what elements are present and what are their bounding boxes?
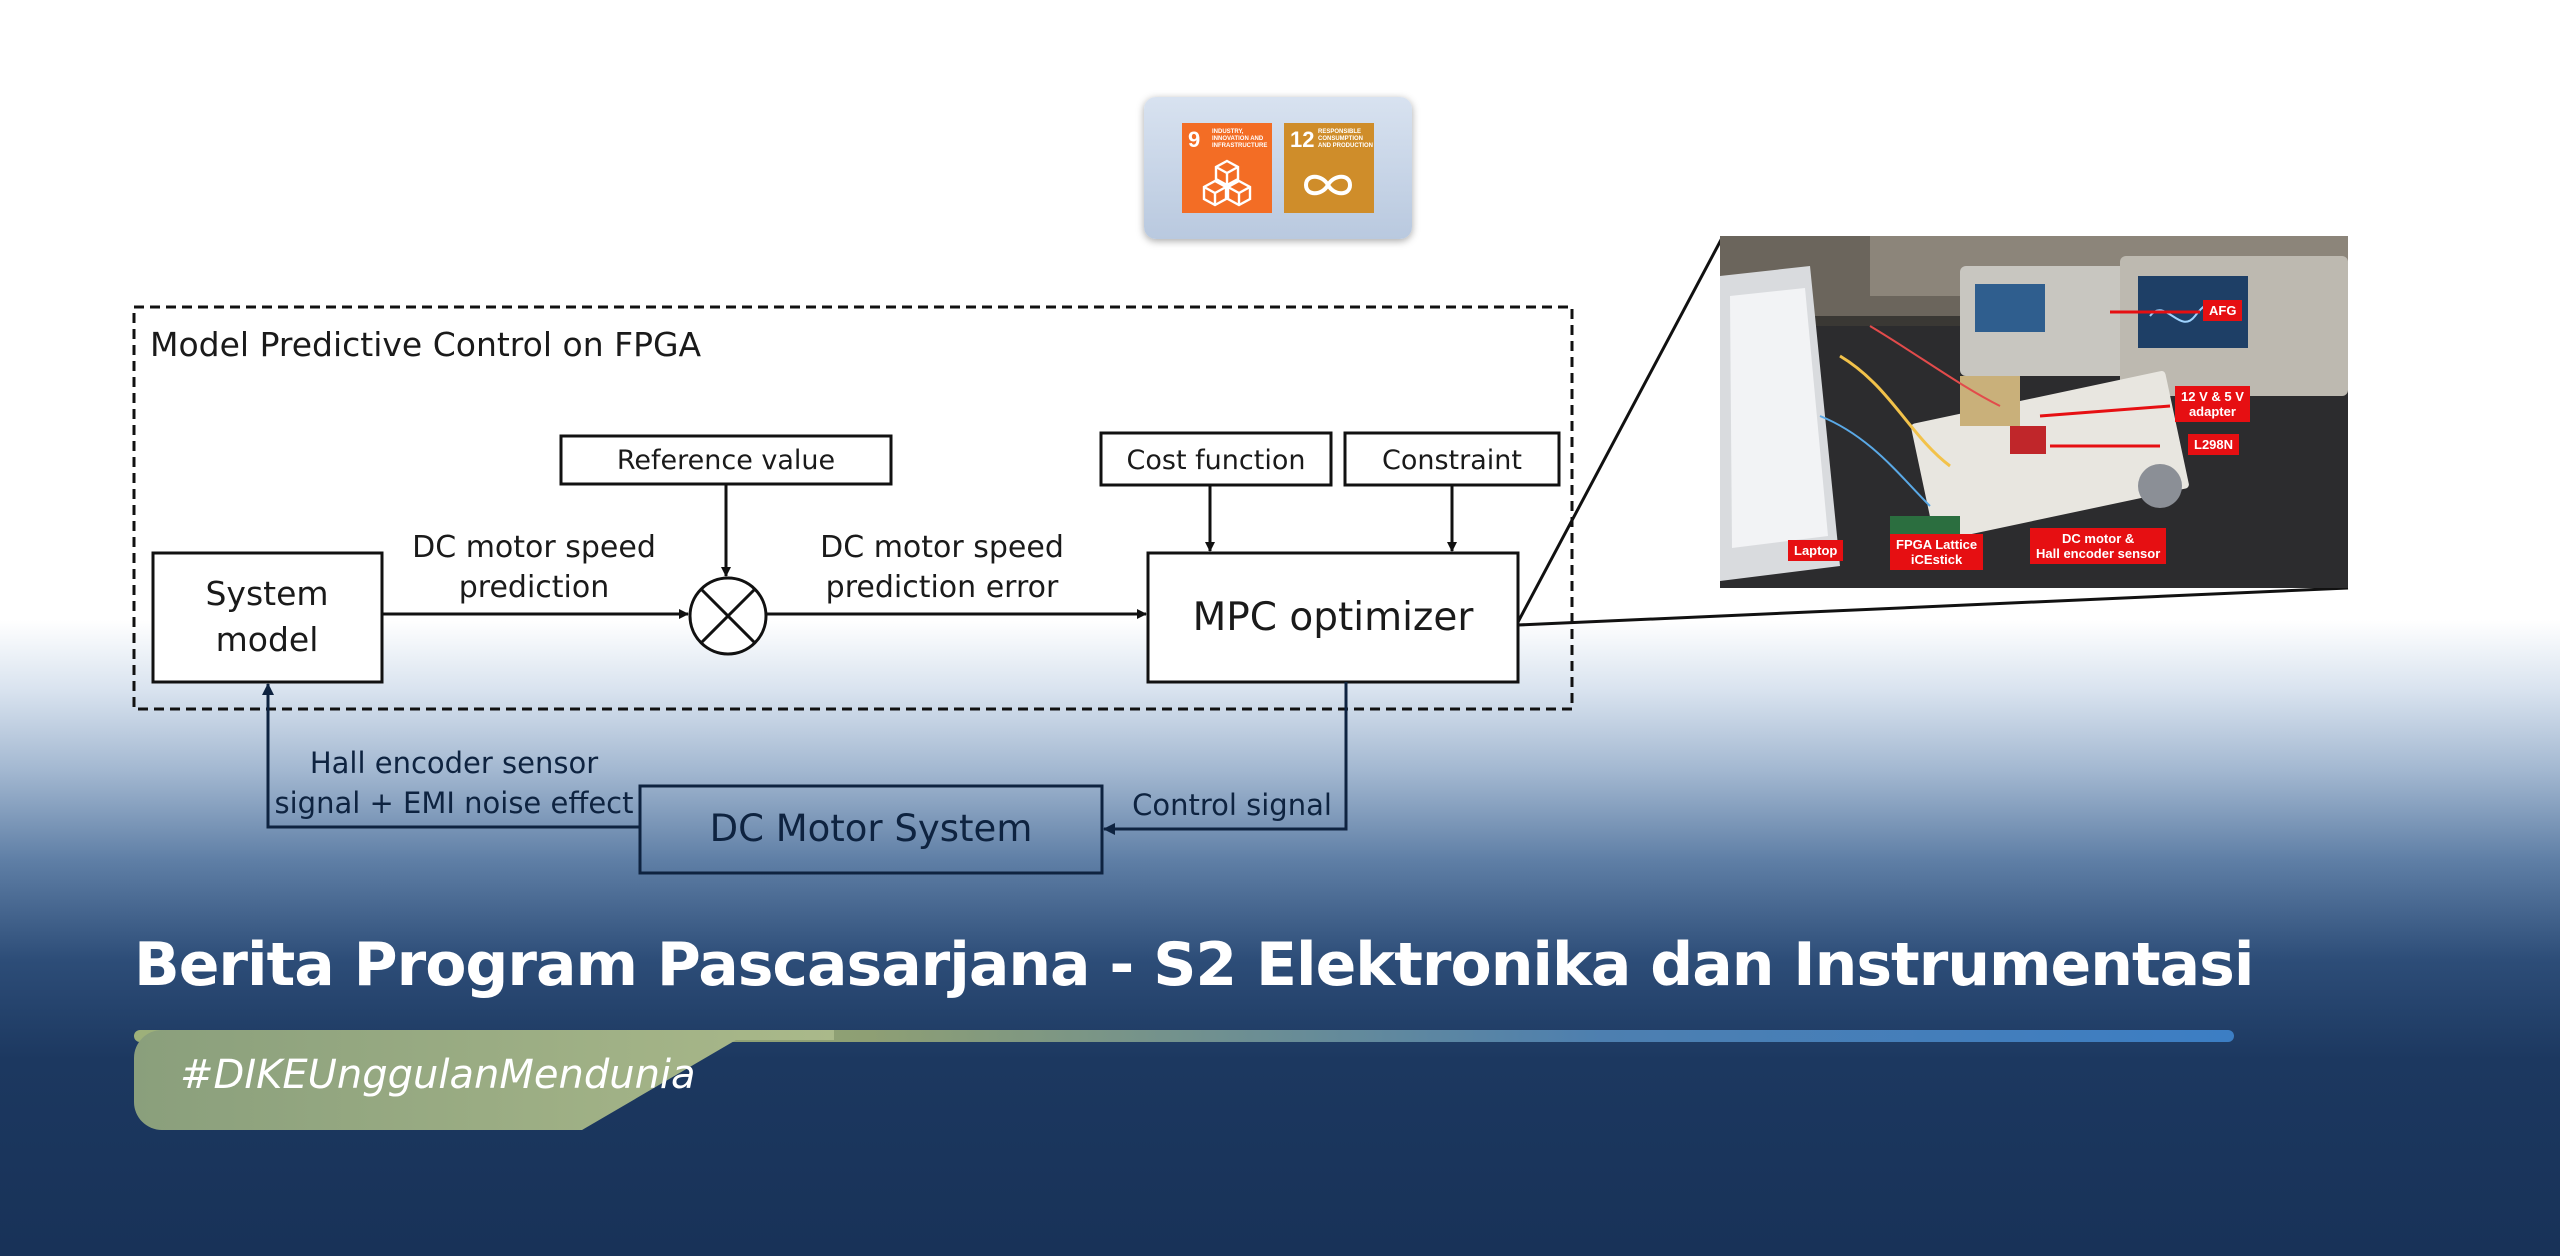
cubes-icon (1202, 159, 1252, 207)
sdg-badge: 9 INDUSTRY, INNOVATION AND INFRASTRUCTUR… (1144, 97, 1412, 239)
arrow-motor-to-model (262, 683, 640, 829)
tag-fpga-line1: FPGA Lattice (1896, 537, 1978, 552)
headline: Berita Program Pascasarjana - S2 Elektro… (134, 930, 2254, 1000)
prediction-error-label-line1: DC motor speed (820, 530, 1064, 565)
summing-junction-cross (699, 587, 757, 645)
fpga-dashed-container (132, 305, 1574, 711)
constraint-block (1343, 431, 1561, 487)
sdg-goal-9-number: 9 (1188, 127, 1201, 152)
dc-motor-system-label: DC Motor System (710, 807, 1033, 850)
system-model-label-line1: System (205, 574, 328, 613)
constraint-label: Constraint (1382, 445, 1522, 476)
tag-laptop: Laptop (1788, 540, 1844, 561)
sdg-goal-12-caption: RESPONSIBLE CONSUMPTION AND PRODUCTION (1318, 129, 1373, 149)
tag-fpga-line2: iCEstick (1910, 552, 1963, 567)
tag-motor-line2: Hall encoder sensor (2036, 546, 2161, 561)
prediction-error-label-line2: prediction error (826, 570, 1059, 605)
tag-motor: DC motor & Hall encoder sensor (2030, 528, 2167, 564)
system-model-block (151, 551, 384, 684)
tag-adapter-line1: 12 V & 5 V (2181, 389, 2244, 404)
mpc-optimizer-label: MPC optimizer (1193, 595, 1475, 640)
sdg-goal-12-number: 12 (1290, 127, 1315, 152)
reference-value-block (559, 434, 893, 486)
cost-function-label: Cost function (1127, 445, 1306, 476)
dc-motor-system-block (638, 784, 1104, 875)
speed-prediction-label-line2: prediction (459, 570, 610, 605)
mpc-optimizer-block (1146, 551, 1520, 684)
hardware-setup-photo: AFG 12 V & 5 V adapter L298N Laptop FPGA… (1720, 236, 2348, 588)
sdg-goal-9-caption: INDUSTRY, INNOVATION AND INFRASTRUCTURE (1212, 129, 1268, 149)
tag-adapter-line2: adapter (2188, 404, 2236, 419)
feedback-label-line2: signal + EMI noise effect (275, 786, 634, 820)
callout-line-top (1516, 237, 1724, 623)
container-title: Model Predictive Control on FPGA (150, 325, 702, 364)
arrow-mpc-to-motor (1103, 682, 1348, 835)
feedback-label-line1: Hall encoder sensor (310, 746, 598, 780)
tag-l298n: L298N (2188, 434, 2240, 455)
reference-value-label: Reference value (617, 445, 835, 476)
callout-line-bottom (1517, 586, 2349, 627)
cost-function-block (1099, 431, 1333, 487)
sdg-goal-12-tile: 12 RESPONSIBLE CONSUMPTION AND PRODUCTIO… (1284, 123, 1374, 213)
tag-afg: AFG (2203, 300, 2243, 321)
tag-adapter: 12 V & 5 V adapter (2175, 386, 2250, 422)
tag-fpga: FPGA Lattice iCEstick (1890, 534, 1984, 570)
speed-prediction-label-line1: DC motor speed (412, 530, 656, 565)
hashtag: #DIKEUnggulanMendunia (180, 1052, 696, 1098)
tag-motor-line1: DC motor & (2062, 531, 2135, 546)
sdg-goal-9-tile: 9 INDUSTRY, INNOVATION AND INFRASTRUCTUR… (1182, 123, 1272, 213)
system-model-label-line2: model (216, 620, 319, 659)
infinity-icon (1303, 174, 1353, 196)
control-signal-label: Control signal (1132, 788, 1332, 822)
